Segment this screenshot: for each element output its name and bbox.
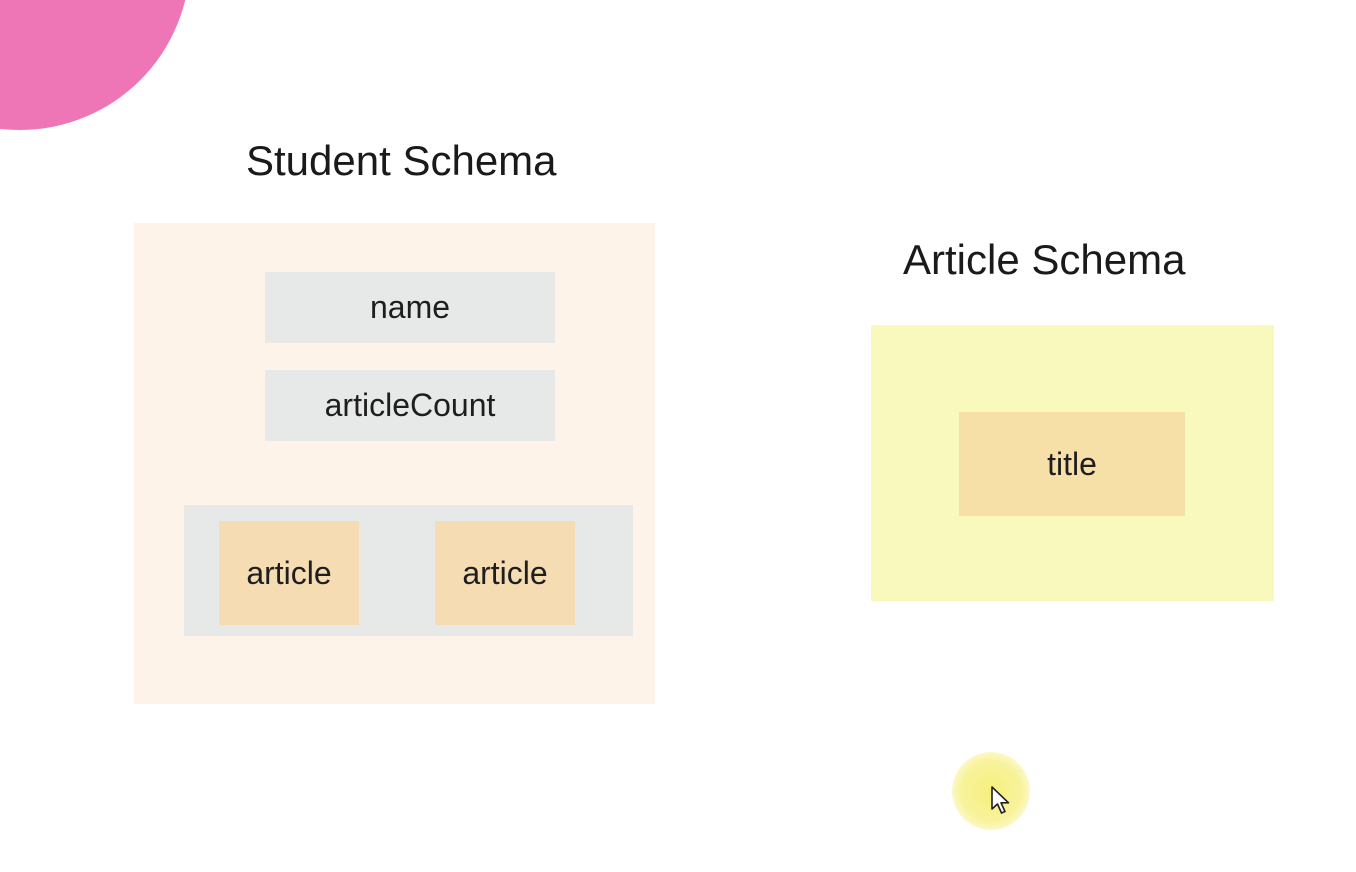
article-reference-1: article [219, 521, 359, 625]
article-schema-title: Article Schema [903, 236, 1186, 283]
cursor-highlight [952, 752, 1030, 830]
article-reference-2: article [435, 521, 575, 625]
field-name: name [265, 272, 555, 343]
field-article-count: articleCount [265, 370, 555, 441]
mouse-pointer-icon [991, 786, 1010, 814]
student-schema-title: Student Schema [246, 137, 557, 184]
decorative-pink-circle [0, 0, 190, 130]
field-title: title [959, 412, 1185, 516]
